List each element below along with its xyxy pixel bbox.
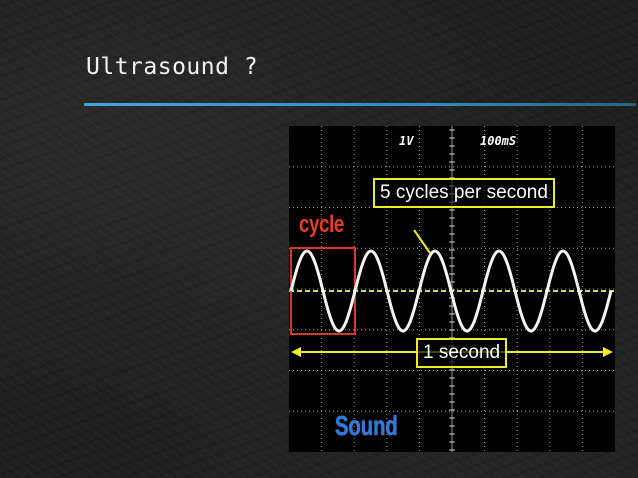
slide-title: Ultrasound ? [86,54,259,80]
cycles-pointer-line [413,229,431,254]
title-underline [84,103,636,106]
one-second-label: 1 second [416,338,508,368]
oscilloscope-display [289,126,615,452]
sound-label: Sound [335,410,398,441]
arrow-right-head [603,347,613,357]
cycles-per-second-label: 5 cycles per second [373,178,555,208]
oscilloscope-image: 1V 100mS 5 cycles per second cycle 1 sec… [289,126,615,452]
sine-wave-trace [289,249,613,333]
cycle-label: cycle [299,211,344,238]
arrow-left-head [291,347,301,357]
voltage-scale-label: 1V [399,134,414,148]
time-scale-label: 100mS [480,134,517,148]
